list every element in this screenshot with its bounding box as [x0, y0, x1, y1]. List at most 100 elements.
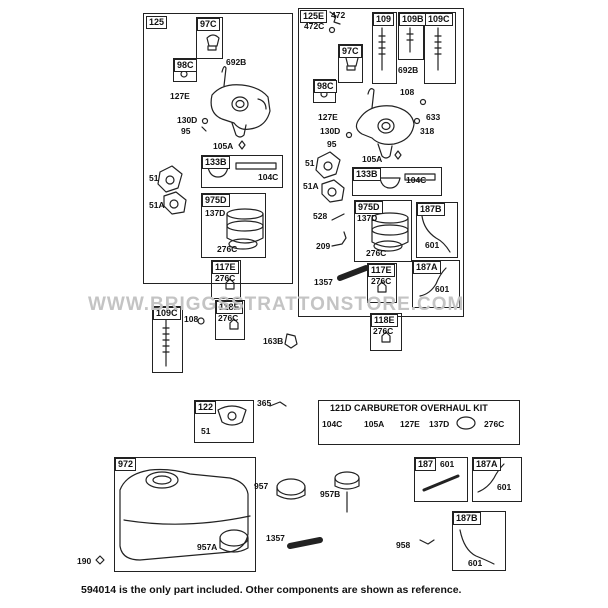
- group-118E-right-frame: [370, 313, 402, 351]
- header-975D-right: 975D: [355, 201, 383, 214]
- part-label-692B: 692B: [398, 65, 419, 75]
- header-975D-left: 975D: [202, 194, 230, 207]
- part-label-51: 51: [201, 426, 211, 436]
- group-109C-right-frame: [424, 12, 456, 84]
- part-label-472: 472: [331, 10, 346, 20]
- header-109: 109: [373, 13, 395, 26]
- part-label-108: 108: [400, 87, 415, 97]
- part-label-957: 957: [254, 481, 269, 491]
- part-label-51A: 51A: [149, 200, 165, 210]
- part-label-601: 601: [497, 482, 512, 492]
- part-label-601: 601: [440, 459, 455, 469]
- header-187A-bottom: 187A: [473, 458, 501, 471]
- kit-title: 121D CARBURETOR OVERHAUL KIT: [330, 403, 488, 413]
- part-label-472C: 472C: [304, 21, 325, 31]
- part-label-276C: 276C: [215, 273, 236, 283]
- part-label-104C: 104C: [406, 175, 427, 185]
- group-133B-right-frame: [352, 167, 442, 196]
- group-125-frame: [143, 13, 293, 284]
- part-label-601: 601: [435, 284, 450, 294]
- header-118E-right: 118E: [371, 314, 398, 327]
- part-label-692B: 692B: [226, 57, 247, 67]
- part-label-1357: 1357: [314, 277, 333, 287]
- kit-121D-frame: [318, 400, 520, 445]
- part-label-108: 108: [184, 314, 199, 324]
- group-109C-left-frame: [152, 306, 183, 373]
- group-97C-right-frame: [338, 44, 363, 83]
- group-975D-left-frame: [201, 193, 266, 258]
- group-187-frame: [414, 457, 468, 502]
- part-label-365: 365: [257, 398, 272, 408]
- part-label-957A: 957A: [197, 542, 218, 552]
- carburetor-right-drawing: [355, 88, 415, 159]
- kit-part-label: 127E: [400, 419, 420, 429]
- header-98C-right: 98C: [314, 80, 337, 93]
- kit-part-label: 137D: [429, 419, 450, 429]
- part-label-51A: 51A: [303, 181, 319, 191]
- header-187: 187: [415, 458, 437, 471]
- kit-part-label: 104C: [322, 419, 343, 429]
- header-187B-top: 187B: [417, 203, 445, 216]
- group-187B-top-frame: [416, 202, 458, 258]
- header-97C-right: 97C: [339, 45, 362, 58]
- header-109C-right: 109C: [425, 13, 453, 26]
- group-97C-left-frame: [196, 17, 223, 59]
- part-label-130D: 130D: [177, 115, 198, 125]
- header-133B-left: 133B: [202, 156, 230, 169]
- footer-note: 594014 is the only part included. Other …: [81, 584, 462, 596]
- kit-part-label: 105A: [364, 419, 385, 429]
- part-label-51: 51: [149, 173, 159, 183]
- header-125: 125: [146, 16, 168, 29]
- group-975D-right-frame: [354, 200, 412, 262]
- part-label-190: 190: [77, 556, 92, 566]
- part-label-276C: 276C: [218, 313, 239, 323]
- part-label-105A: 105A: [362, 154, 383, 164]
- part-label-51: 51: [305, 158, 315, 168]
- header-125E: 125E: [300, 10, 328, 23]
- part-label-601: 601: [468, 558, 483, 568]
- watermark: WWW.BRIGGSSTRATTONSTORE.COM: [88, 294, 465, 315]
- part-label-95: 95: [181, 126, 191, 136]
- header-187B-bottom: 187B: [453, 512, 481, 525]
- part-label-601: 601: [425, 240, 440, 250]
- header-117E-right: 117E: [368, 264, 395, 277]
- header-972: 972: [115, 458, 137, 471]
- part-label-528: 528: [313, 211, 328, 221]
- group-109-frame: [372, 12, 397, 84]
- part-label-137D: 137D: [205, 208, 226, 218]
- group-187A-top-frame: [412, 260, 460, 308]
- header-122: 122: [195, 401, 217, 414]
- part-label-163B: 163B: [263, 336, 284, 346]
- fuel-tank-drawing: [119, 468, 251, 561]
- part-label-137D: 137D: [357, 213, 378, 223]
- header-133B-right: 133B: [353, 168, 381, 181]
- part-label-105A: 105A: [213, 141, 234, 151]
- header-97C-left: 97C: [197, 18, 220, 31]
- part-label-130D: 130D: [320, 126, 341, 136]
- part-label-318: 318: [420, 126, 435, 136]
- group-122-frame: [194, 400, 254, 443]
- group-133B-left-frame: [201, 155, 283, 188]
- part-label-958: 958: [396, 540, 411, 550]
- group-117E-left-frame: [211, 260, 241, 299]
- part-label-127E: 127E: [318, 112, 338, 122]
- kit-part-label: 276C: [484, 419, 505, 429]
- header-118E-left: 118E: [216, 301, 243, 314]
- part-label-1357: 1357: [266, 533, 285, 543]
- part-label-276C: 276C: [366, 248, 387, 258]
- part-label-957B: 957B: [320, 489, 341, 499]
- part-label-276C: 276C: [217, 244, 238, 254]
- part-label-276C: 276C: [373, 326, 394, 336]
- header-187A-top: 187A: [413, 261, 441, 274]
- group-972-frame: [114, 457, 256, 572]
- group-187B-bottom-frame: [452, 511, 506, 571]
- part-label-127E: 127E: [170, 91, 190, 101]
- header-109C-left: 109C: [153, 307, 181, 320]
- carburetor-left-drawing: [210, 66, 271, 138]
- group-109B-frame: [398, 12, 424, 60]
- group-117E-right-frame: [367, 263, 397, 303]
- header-109B: 109B: [399, 13, 427, 26]
- group-187A-bottom-frame: [472, 457, 522, 502]
